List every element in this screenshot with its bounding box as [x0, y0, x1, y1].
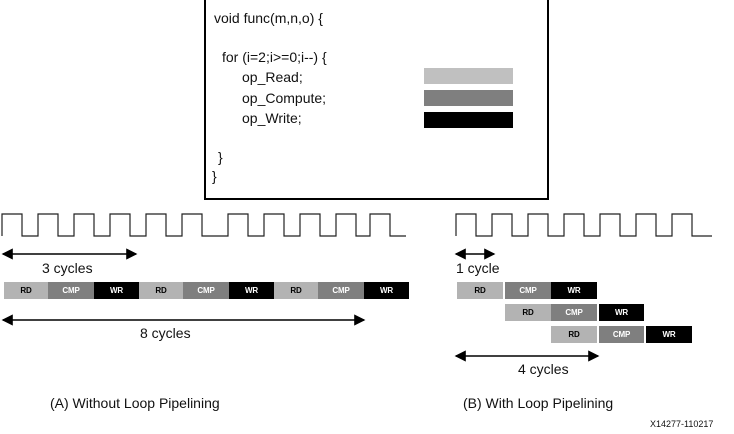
b-row2-cmp: CMP [551, 304, 597, 321]
code-line-for: for (i=2;i>=0;i--) { [222, 49, 327, 65]
b-row1-wr: WR [551, 282, 597, 299]
b-row2-wr: WR [599, 304, 644, 321]
write-legend-bar [424, 112, 513, 128]
a-stage-rd-3: RD [274, 282, 318, 299]
code-line-close-outer: } [212, 168, 217, 184]
code-line-close-inner: } [218, 149, 223, 165]
figure-id: X14277-110217 [650, 419, 714, 429]
one-cycle-label: 1 cycle [456, 260, 500, 276]
a-stage-wr-2: WR [229, 282, 274, 299]
clock-waveform-a [1, 213, 406, 237]
a-stage-rd-1: RD [4, 282, 48, 299]
code-line-compute: op_Compute; [242, 90, 327, 106]
a-stage-cmp-3: CMP [318, 282, 364, 299]
b-row3-cmp: CMP [599, 326, 644, 343]
code-line-func: void func(m,n,o) { [214, 10, 323, 26]
a-stage-cmp-1: CMP [48, 282, 94, 299]
three-cycles-label: 3 cycles [42, 260, 93, 276]
a-stage-wr-3: WR [364, 282, 409, 299]
eight-cycles-label: 8 cycles [140, 325, 191, 341]
code-line-read: op_Read; [242, 69, 303, 85]
four-cycles-label: 4 cycles [518, 361, 569, 377]
b-row1-cmp: CMP [505, 282, 551, 299]
compute-legend-bar [424, 90, 513, 106]
a-stage-rd-2: RD [139, 282, 183, 299]
caption-b: (B) With Loop Pipelining [463, 395, 614, 411]
a-stage-cmp-2: CMP [183, 282, 229, 299]
code-line-write: op_Write; [242, 110, 302, 126]
caption-a: (A) Without Loop Pipelining [50, 395, 220, 411]
b-row3-rd: RD [551, 326, 597, 343]
b-row2-rd: RD [505, 304, 551, 321]
a-stage-wr-1: WR [94, 282, 139, 299]
b-row3-wr: WR [646, 326, 692, 343]
read-legend-bar [424, 68, 513, 84]
b-row1-rd: RD [457, 282, 503, 299]
clock-waveform-b [455, 213, 712, 237]
